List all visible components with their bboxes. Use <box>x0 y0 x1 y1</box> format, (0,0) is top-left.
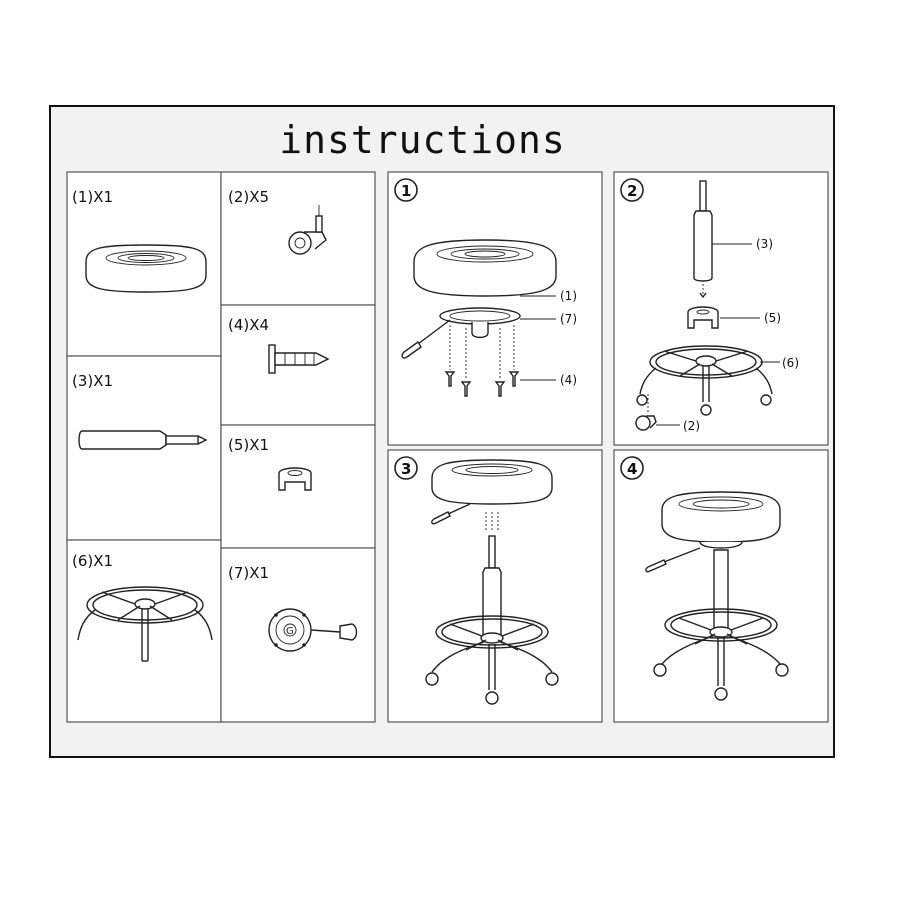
step-1-callout-seat: (1) <box>560 289 577 303</box>
step-2-base-icon <box>636 345 773 416</box>
part-label-mechanism: (7)X1 <box>228 564 269 582</box>
screw-icon <box>268 344 330 374</box>
step-box-2 <box>613 171 829 446</box>
base-icon <box>77 586 213 662</box>
step-2-callout-base: (6) <box>782 356 799 370</box>
step-4-number: 4 <box>620 456 644 480</box>
step-2-caster-icon <box>635 394 657 431</box>
step-1-number: 1 <box>394 178 418 202</box>
gas-lift-icon <box>78 430 208 450</box>
part-label-base: (6)X1 <box>72 552 113 570</box>
step-1-callout-screws: (4) <box>560 373 577 387</box>
step-1-screws-icon <box>444 325 520 397</box>
svg-text:G: G <box>286 626 294 637</box>
step-2-number: 2 <box>620 178 644 202</box>
part-label-screw: (4)X4 <box>228 316 269 334</box>
step-1-seat-icon <box>413 239 557 297</box>
svg-text:1: 1 <box>401 182 411 200</box>
part-label-caster: (2)X5 <box>228 188 269 206</box>
part-box-base <box>66 539 222 723</box>
step-2-callout-connector: (5) <box>764 311 781 325</box>
step-3-number: 3 <box>394 456 418 480</box>
part-box-connector <box>220 424 376 549</box>
caster-icon <box>288 205 327 255</box>
step-3-stool-icon <box>425 535 559 705</box>
svg-text:4: 4 <box>627 460 637 478</box>
step-1-callout-mechanism: (7) <box>560 312 577 326</box>
part-label-connector: (5)X1 <box>228 436 269 454</box>
step-1-mechanism-icon <box>401 307 521 359</box>
svg-text:3: 3 <box>401 460 411 478</box>
page-title: instructions <box>279 118 566 162</box>
part-label-seat: (1)X1 <box>72 188 113 206</box>
part-label-gas-lift: (3)X1 <box>72 372 113 390</box>
connector-icon <box>278 467 312 491</box>
step-3-seat-icon <box>431 459 553 525</box>
seat-cushion-icon <box>85 244 207 293</box>
step-2-connector-icon <box>687 306 719 329</box>
step-2-callout-caster: (2) <box>683 419 700 433</box>
step-2-gas-lift-icon <box>693 180 713 282</box>
svg-text:2: 2 <box>627 182 637 200</box>
step-2-callout-gas-lift: (3) <box>756 237 773 251</box>
step-4-assembled-stool-icon <box>645 491 789 701</box>
mechanism-icon: G <box>268 608 358 652</box>
